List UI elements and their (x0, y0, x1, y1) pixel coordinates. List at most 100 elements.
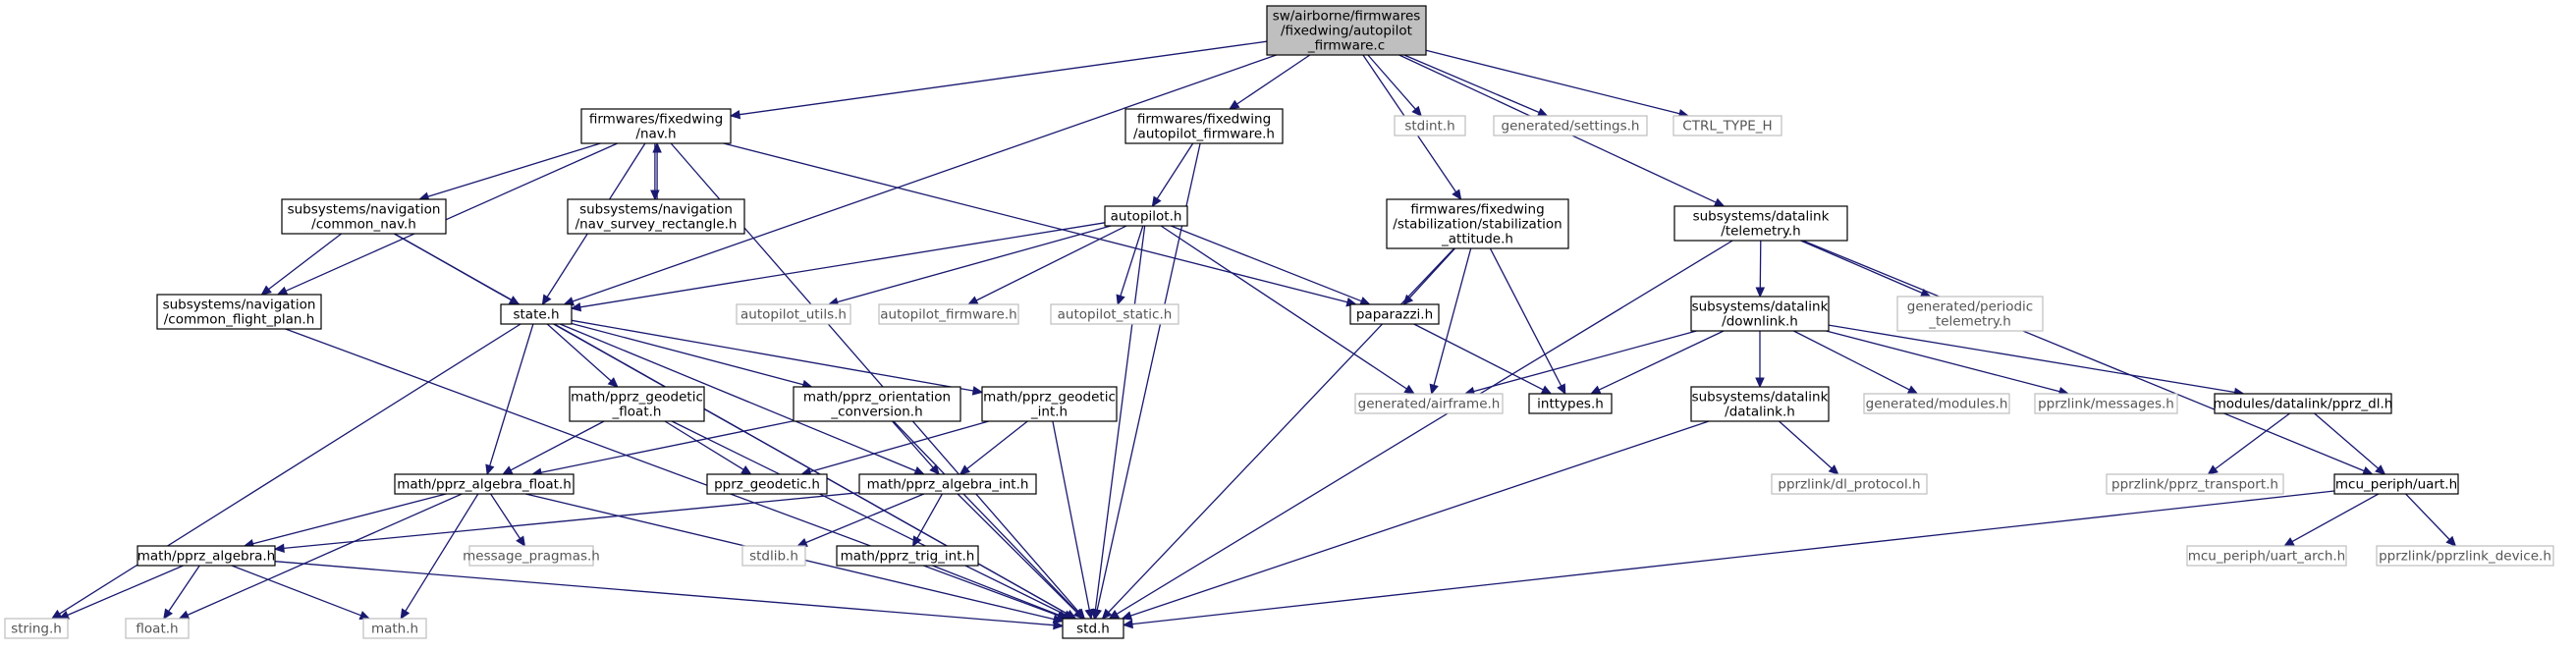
node-pprz-algebra-h[interactable]: math/pprz_algebra.h (137, 545, 276, 567)
arrowhead-icon (1072, 608, 1084, 620)
node-pprz-algebra-float-h[interactable]: math/pprz_algebra_float.h (394, 473, 575, 495)
edge-telemetry_h-to-downlink_h (1755, 240, 1766, 298)
node-std-h[interactable]: std.h (1062, 618, 1124, 639)
arrowhead-icon (1151, 195, 1162, 208)
node-datalink-h[interactable]: subsystems/datalink/datalink.h (1690, 386, 1830, 422)
node-generated-airframe-h: generated/airframe.h (1354, 393, 1504, 414)
edge-autopilot_h-to-std_h (1090, 225, 1146, 621)
edge-line (1236, 54, 1311, 105)
node-pprz-orientation-conversion-h[interactable]: math/pprz_orientation_conversion.h (793, 386, 961, 422)
node-paparazzi-h[interactable]: paparazzi.h (1349, 303, 1440, 325)
node-fw-nav-h[interactable]: firmwares/fixedwing/nav.h (580, 108, 732, 144)
node-box (281, 198, 447, 235)
node-box (858, 473, 1037, 495)
node-nav-survey-rectangle-h[interactable]: subsystems/navigation/nav_survey_rectang… (567, 198, 745, 235)
node-telemetry-h[interactable]: subsystems/datalink/telemetry.h (1673, 205, 1848, 242)
node-label: firmwares/fixedwing (1410, 202, 1544, 218)
edge-line (285, 142, 618, 292)
edge-line (1759, 240, 1762, 289)
node-autopilot-h[interactable]: autopilot.h (1104, 205, 1188, 227)
node-label: /downlink.h (1722, 314, 1798, 330)
edge-pprz_algebra_int_h-to-pprz_algebra_h (273, 492, 860, 554)
edge-line (1094, 225, 1146, 611)
edge-line (489, 323, 534, 466)
node-math-h: math.h (362, 618, 427, 639)
edge-autopilot_firmware_c-to-stdint_h (1367, 54, 1423, 117)
node-inttypes-h[interactable]: inttypes.h (1528, 393, 1613, 414)
node-common-flight-plan-h[interactable]: subsystems/navigation/common_flight_plan… (156, 294, 322, 330)
arrowhead-icon (2283, 537, 2295, 547)
node-autopilot-firmware-c[interactable]: sw/airborne/firmwares/fixedwing/autopilo… (1266, 5, 1427, 56)
node-label: pprz_geodetic.h (714, 477, 820, 493)
edge-state_h-to-string_h (50, 323, 521, 620)
node-label: _attitude.h (1441, 232, 1513, 247)
node-label: std.h (1076, 622, 1110, 637)
node-downlink-h[interactable]: subsystems/datalink/downlink.h (1690, 296, 1830, 332)
edge-common_nav_h-to-common_flight_plan_h (260, 233, 342, 296)
node-label: subsystems/navigation (288, 202, 441, 218)
edge-line (571, 319, 974, 392)
edge-line (2405, 493, 2450, 540)
node-autopilot-firmware-h: autopilot_firmware.h (878, 303, 1019, 325)
node-pprz-trig-int-h[interactable]: math/pprz_trig_int.h (836, 545, 979, 567)
arrowhead-icon (959, 464, 971, 475)
node-box (137, 545, 276, 567)
arrowhead-icon (1452, 189, 1462, 201)
node-stab-attitude-h[interactable]: firmwares/fixedwing/stabilization/stabil… (1386, 198, 1569, 249)
node-box (2186, 545, 2347, 567)
node-fw-autopilot-firmware-h[interactable]: firmwares/fixedwing/autopilot_firmware.h (1124, 108, 1284, 144)
edge-line (975, 225, 1127, 301)
node-label: /common_flight_plan.h (164, 312, 315, 328)
edge-line (1403, 54, 1540, 114)
arrowhead-icon (652, 141, 662, 153)
node-box (736, 303, 851, 325)
node-common-nav-h[interactable]: subsystems/navigation/common_nav.h (281, 198, 447, 235)
arrowhead-icon (796, 538, 808, 547)
node-state-h[interactable]: state.h (500, 303, 573, 325)
edge-uart_h-to-uart_arch_h (2283, 493, 2380, 547)
node-pprz-geodetic-float-h[interactable]: math/pprz_geodetic_float.h (569, 386, 705, 422)
edge-line (2291, 493, 2380, 543)
node-label: /autopilot_firmware.h (1133, 127, 1275, 142)
node-box (836, 545, 979, 567)
arrowhead-icon (1403, 384, 1415, 395)
edge-pprz_geodetic_int_h-to-pprz_geodetic_h (800, 420, 989, 477)
node-uart-h[interactable]: mcu_periph/uart.h (2333, 473, 2459, 495)
node-box (1672, 115, 1782, 136)
edge-line (490, 493, 521, 539)
arrowhead-icon (178, 610, 191, 620)
edge-line (892, 420, 934, 468)
node-box (981, 386, 1118, 422)
edge-line (1120, 225, 1144, 297)
node-label: autopilot.h (1111, 209, 1182, 225)
node-label: _telemetry.h (1928, 314, 2011, 330)
node-pprz-geodetic-int-h[interactable]: math/pprz_geodetic_int.h (981, 386, 1118, 422)
node-box (1050, 303, 1179, 325)
node-box (878, 303, 1019, 325)
edge-line (67, 565, 184, 617)
edge-uart_h-to-std_h (1122, 490, 2335, 629)
node-pprz-algebra-int-h[interactable]: math/pprz_algebra_int.h (858, 473, 1037, 495)
edge-line (1425, 49, 1680, 115)
edge-pprz_algebra_float_h-to-pprz_algebra_h (243, 493, 447, 549)
node-pprz-transport-h: pprzlink/pprz_transport.h (2106, 473, 2284, 495)
node-box (1673, 205, 1848, 242)
arrowhead-icon (1411, 105, 1423, 117)
node-label: math/pprz_geodetic (983, 390, 1116, 406)
arrowhead-icon (1906, 385, 1919, 395)
arrowhead-icon (1536, 107, 1549, 117)
edge-autopilot_firmware_c-to-fw_autopilot_firmware_h (1228, 54, 1311, 110)
node-pprz-geodetic-h[interactable]: pprz_geodetic.h (706, 473, 828, 495)
edge-telemetry_h-to-uart_h (1802, 240, 2374, 475)
node-pprz-dl-h[interactable]: modules/datalink/pprz_dl.h (2214, 393, 2393, 414)
node-periodic-telemetry-h: generated/periodic_telemetry.h (1896, 296, 2044, 332)
edge-telemetry_h-to-periodic_telemetry_h (1800, 240, 1932, 298)
edge-autopilot_h-to-autopilot_firmware_h (966, 225, 1127, 305)
edge-pprz_orientation_conversion_h-to-pprz_algebra_float_h (530, 420, 795, 477)
edge-pprz_geodetic_int_h-to-std_h (1052, 420, 1094, 621)
edge-line (231, 565, 361, 617)
arrowhead-icon (2375, 464, 2386, 475)
arrowhead-icon (1121, 611, 1133, 621)
edge-line (809, 420, 989, 473)
